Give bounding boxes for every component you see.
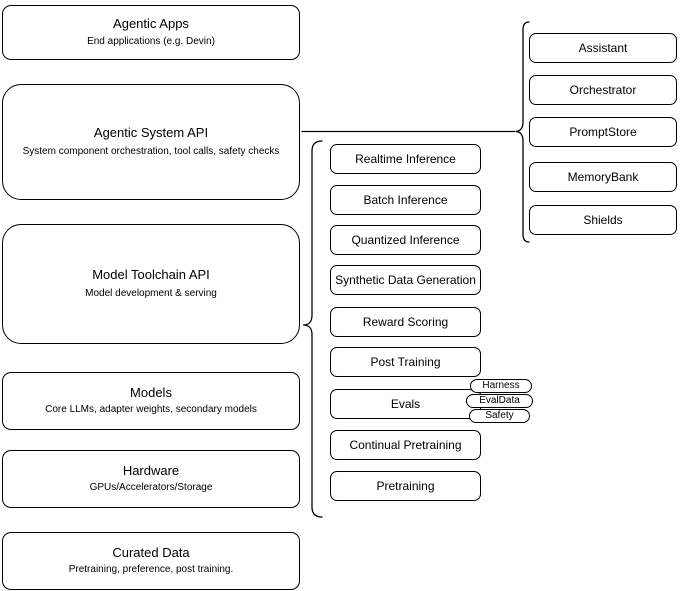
node-model-toolchain-api: Model Toolchain API Model development & … xyxy=(2,224,300,344)
node-curated-data: Curated Data Pretraining, preference, po… xyxy=(2,532,300,590)
node-agentic-system-api: Agentic System API System component orch… xyxy=(2,84,300,200)
node-assistant: Assistant xyxy=(529,33,677,63)
node-pretraining: Pretraining xyxy=(330,471,481,501)
node-reward-scoring: Reward Scoring xyxy=(330,307,481,337)
node-title: Agentic Apps xyxy=(113,16,189,32)
node-subtitle: System component orchestration, tool cal… xyxy=(22,145,280,157)
node-realtime-inference: Realtime Inference xyxy=(330,144,481,174)
node-title: Hardware xyxy=(122,462,180,478)
pill-evaldata: EvalData xyxy=(466,394,533,408)
node-post-training: Post Training xyxy=(330,347,481,377)
node-orchestrator: Orchestrator xyxy=(529,75,677,105)
node-label: Realtime Inference xyxy=(355,152,456,166)
node-evals: Evals xyxy=(330,389,481,419)
pill-label: EvalData xyxy=(479,395,520,406)
node-batch-inference: Batch Inference xyxy=(330,185,481,215)
pill-safety: Safety xyxy=(469,409,530,423)
node-label: Shields xyxy=(583,213,623,227)
node-title: Agentic System API xyxy=(93,125,209,141)
node-title: Curated Data xyxy=(112,544,190,560)
node-label: Batch Inference xyxy=(363,193,448,207)
node-subtitle: Pretraining, preference, post training. xyxy=(68,564,234,576)
toolchain-brace xyxy=(302,140,323,518)
node-synthetic-data-generation: Synthetic Data Generation xyxy=(330,265,481,295)
node-subtitle: Model development & serving xyxy=(85,287,217,299)
pill-label: Safety xyxy=(485,410,514,421)
node-shields: Shields xyxy=(529,205,677,235)
node-label: Reward Scoring xyxy=(362,315,449,329)
node-label: Evals xyxy=(390,397,421,411)
node-label: MemoryBank xyxy=(567,170,639,184)
node-label: Orchestrator xyxy=(569,83,637,97)
node-agentic-apps: Agentic Apps End applications (e.g. Devi… xyxy=(2,5,300,60)
pill-harness: Harness xyxy=(470,379,532,393)
node-label: Pretraining xyxy=(376,479,435,493)
node-models: Models Core LLMs, adapter weights, secon… xyxy=(2,372,300,430)
pill-label: Harness xyxy=(482,380,520,391)
system-components-brace xyxy=(515,21,530,243)
node-memorybank: MemoryBank xyxy=(529,162,677,192)
node-label: Synthetic Data Generation xyxy=(335,273,476,287)
node-title: Models xyxy=(130,384,172,400)
node-label: Quantized Inference xyxy=(351,233,460,247)
node-subtitle: Core LLMs, adapter weights, secondary mo… xyxy=(45,404,257,416)
node-promptstore: PromptStore xyxy=(529,117,677,147)
node-subtitle: GPUs/Accelerators/Storage xyxy=(89,482,213,494)
node-subtitle: End applications (e.g. Devin) xyxy=(87,35,215,47)
node-quantized-inference: Quantized Inference xyxy=(330,225,481,255)
node-label: Continual Pretraining xyxy=(349,438,462,452)
node-label: PromptStore xyxy=(569,125,637,139)
node-title: Model Toolchain API xyxy=(92,267,210,283)
node-continual-pretraining: Continual Pretraining xyxy=(330,430,481,460)
node-label: Assistant xyxy=(578,41,628,55)
node-hardware: Hardware GPUs/Accelerators/Storage xyxy=(2,450,300,508)
node-label: Post Training xyxy=(370,355,441,369)
